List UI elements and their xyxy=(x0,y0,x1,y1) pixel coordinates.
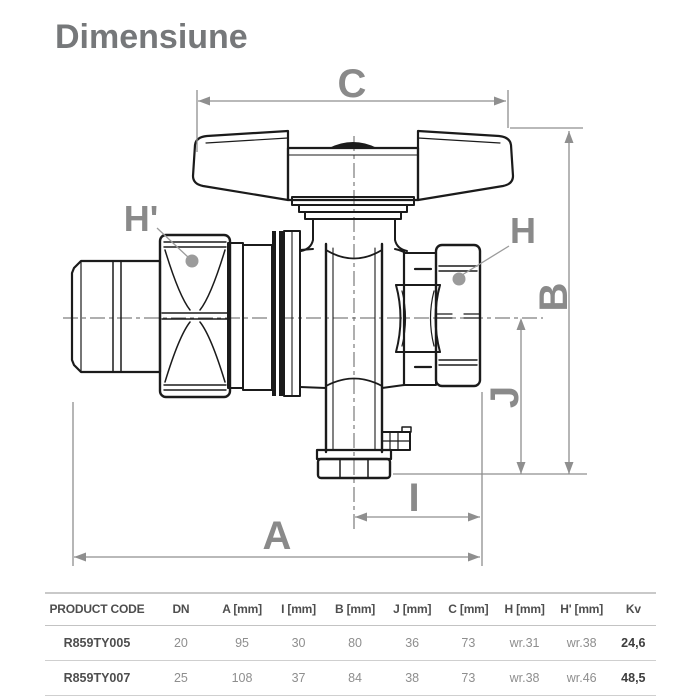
dim-label-h-prime: H' xyxy=(124,198,159,239)
table-cell: 73 xyxy=(461,670,476,685)
clip-bars xyxy=(272,231,276,396)
callout-dot xyxy=(452,272,466,286)
dimension-a xyxy=(72,402,480,566)
table-cell: 73 xyxy=(461,635,476,650)
valve-handle xyxy=(191,129,515,252)
table-cell: 20 xyxy=(173,635,188,650)
drain-assembly xyxy=(315,426,412,480)
column-header: PRODUCT CODE xyxy=(49,602,145,617)
clip-bars xyxy=(279,231,283,396)
table-cell: wr.46 xyxy=(566,670,597,685)
table-cell: 95 xyxy=(235,635,249,650)
table-cell-kv: 24,6 xyxy=(621,635,646,650)
column-header: C [mm] xyxy=(448,602,489,617)
column-header: H' [mm] xyxy=(560,602,604,617)
dimension-c xyxy=(196,90,509,152)
column-header: Kv xyxy=(625,602,641,617)
table-row: R859TY005 20 95 30 80 36 73 wr.31 wr.38 … xyxy=(45,625,656,660)
dimension-j xyxy=(393,318,587,475)
table-cell: wr.38 xyxy=(509,670,540,685)
table-cell: wr.31 xyxy=(509,635,540,650)
handle-dome xyxy=(329,142,377,148)
page-title: Dimensiune xyxy=(55,18,248,56)
table-cell: 36 xyxy=(405,635,420,650)
table-cell: wr.38 xyxy=(566,635,597,650)
table-cell: 25 xyxy=(173,670,188,685)
column-header: I [mm] xyxy=(281,602,316,617)
dim-label-c: C xyxy=(338,62,367,106)
column-header: J [mm] xyxy=(393,602,432,617)
dim-label-b: B xyxy=(532,283,576,312)
column-header: H [mm] xyxy=(504,602,545,617)
table-cell-kv: 48,5 xyxy=(621,670,646,685)
table-cell: 80 xyxy=(348,635,362,650)
dim-label-a: A xyxy=(263,514,292,558)
callout-h-prime xyxy=(156,227,199,268)
callout-dot xyxy=(185,254,199,268)
table-cell: 108 xyxy=(231,670,253,685)
table-cell: 30 xyxy=(291,635,306,650)
table-cell-product-code: R859TY007 xyxy=(63,670,131,685)
table-cell: 38 xyxy=(405,670,420,685)
column-header: A [mm] xyxy=(222,602,262,617)
table-header-row: PRODUCT CODE DN A [mm] I [mm] B [mm] J [… xyxy=(45,593,656,625)
column-header: DN xyxy=(172,602,190,617)
centerlines xyxy=(63,136,543,531)
dim-label-i: I xyxy=(408,476,419,520)
table-cell: 37 xyxy=(291,670,306,685)
dimension-b xyxy=(510,127,583,474)
table-cell-product-code: R859TY005 xyxy=(63,635,131,650)
dim-label-j: J xyxy=(483,386,527,408)
column-header: B [mm] xyxy=(334,602,376,617)
dimensions-table: PRODUCT CODE DN A [mm] I [mm] B [mm] J [… xyxy=(45,592,656,696)
dim-label-h: H xyxy=(510,210,536,251)
callout-h xyxy=(452,245,510,286)
table-cell: 84 xyxy=(348,670,362,685)
table-row: R859TY007 25 108 37 84 38 73 wr.38 wr.46… xyxy=(45,660,656,695)
dimension-i xyxy=(355,392,483,566)
valve-body xyxy=(70,230,482,454)
